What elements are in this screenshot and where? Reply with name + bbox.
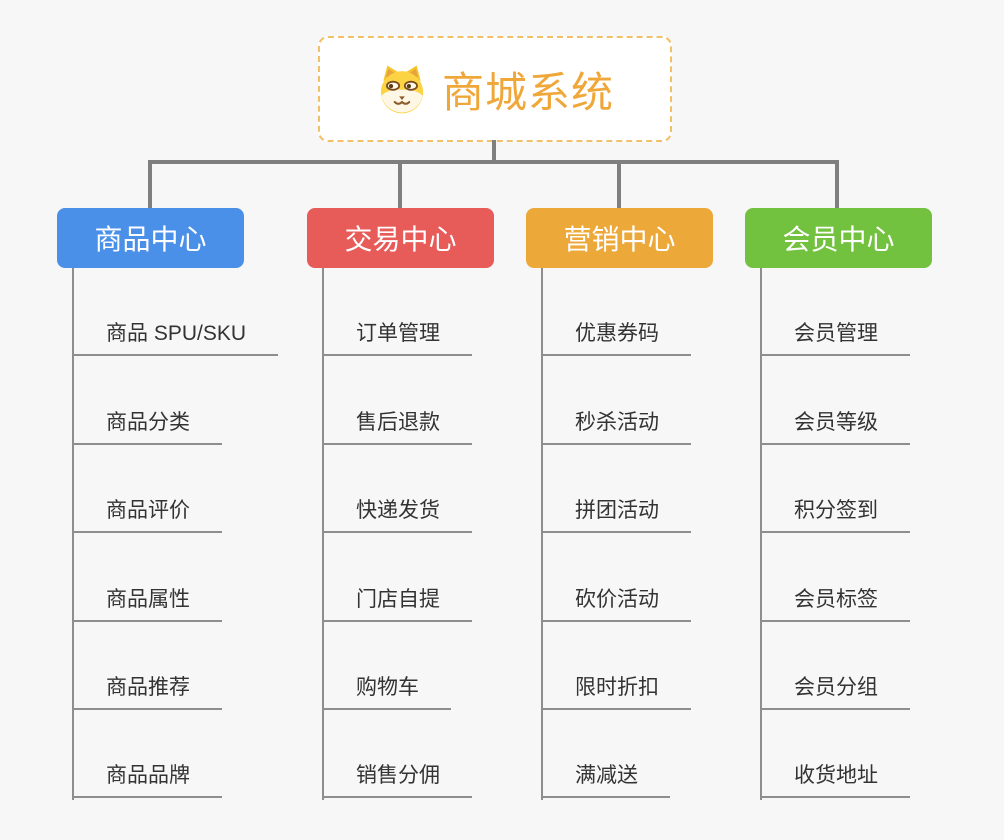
topic-node[interactable]: 积分签到 bbox=[760, 445, 910, 534]
topic-node[interactable]: 拼团活动 bbox=[541, 445, 691, 534]
connector-stub-1 bbox=[148, 160, 152, 208]
topic-node[interactable]: 优惠券码 bbox=[541, 268, 691, 357]
topic-node[interactable]: 商品推荐 bbox=[72, 622, 222, 710]
topic-node[interactable]: 商品属性 bbox=[72, 533, 222, 622]
topic-node[interactable]: 会员管理 bbox=[760, 268, 910, 357]
topic-node[interactable]: 会员标签 bbox=[760, 533, 910, 622]
shiba-dog-icon bbox=[380, 65, 424, 114]
branch-node-member-center[interactable]: 会员中心 bbox=[745, 208, 932, 268]
topic-node[interactable]: 购物车 bbox=[322, 622, 451, 710]
topic-node[interactable]: 商品 SPU/SKU bbox=[72, 268, 279, 357]
root-title: 商城系统 bbox=[441, 68, 614, 116]
topic-node[interactable]: 门店自提 bbox=[322, 533, 472, 622]
connector-trunk bbox=[492, 140, 496, 162]
branch-line-1 bbox=[72, 268, 74, 800]
branch-items-4: 会员管理 会员等级 积分签到 会员标签 会员分组 收货地址 bbox=[760, 268, 910, 799]
branch-node-product-center[interactable]: 商品中心 bbox=[57, 208, 244, 268]
topic-node[interactable]: 满减送 bbox=[541, 710, 670, 799]
topic-node[interactable]: 收货地址 bbox=[760, 710, 910, 799]
branch-line-2 bbox=[322, 268, 324, 800]
connector-stub-2 bbox=[398, 160, 402, 208]
topic-node[interactable]: 限时折扣 bbox=[541, 622, 691, 710]
topic-node[interactable]: 商品品牌 bbox=[72, 710, 222, 799]
topic-node[interactable]: 商品评价 bbox=[72, 445, 222, 534]
topic-node[interactable]: 商品分类 bbox=[72, 356, 222, 445]
branch-items-3: 优惠券码 秒杀活动 拼团活动 砍价活动 限时折扣 满减送 bbox=[541, 268, 691, 799]
root-node[interactable]: 商城系统 bbox=[318, 36, 672, 142]
topic-node[interactable]: 售后退款 bbox=[322, 356, 472, 445]
topic-node[interactable]: 快递发货 bbox=[322, 445, 472, 534]
connector-stub-4 bbox=[835, 160, 839, 208]
topic-node[interactable]: 秒杀活动 bbox=[541, 356, 691, 445]
branch-line-3 bbox=[541, 268, 543, 800]
branch-node-trade-center[interactable]: 交易中心 bbox=[307, 208, 494, 268]
branch-node-marketing-center[interactable]: 营销中心 bbox=[526, 208, 713, 268]
topic-node[interactable]: 会员等级 bbox=[760, 356, 910, 445]
topic-node[interactable]: 销售分佣 bbox=[322, 710, 472, 799]
branch-items-1: 商品 SPU/SKU 商品分类 商品评价 商品属性 商品推荐 商品品牌 bbox=[72, 268, 279, 799]
connector-stub-3 bbox=[617, 160, 621, 208]
branch-items-2: 订单管理 售后退款 快递发货 门店自提 购物车 销售分佣 bbox=[322, 268, 472, 799]
topic-node[interactable]: 会员分组 bbox=[760, 622, 910, 710]
branch-line-4 bbox=[760, 268, 762, 800]
topic-node[interactable]: 订单管理 bbox=[322, 268, 472, 357]
connector-bus bbox=[148, 160, 839, 164]
topic-node[interactable]: 砍价活动 bbox=[541, 533, 691, 622]
